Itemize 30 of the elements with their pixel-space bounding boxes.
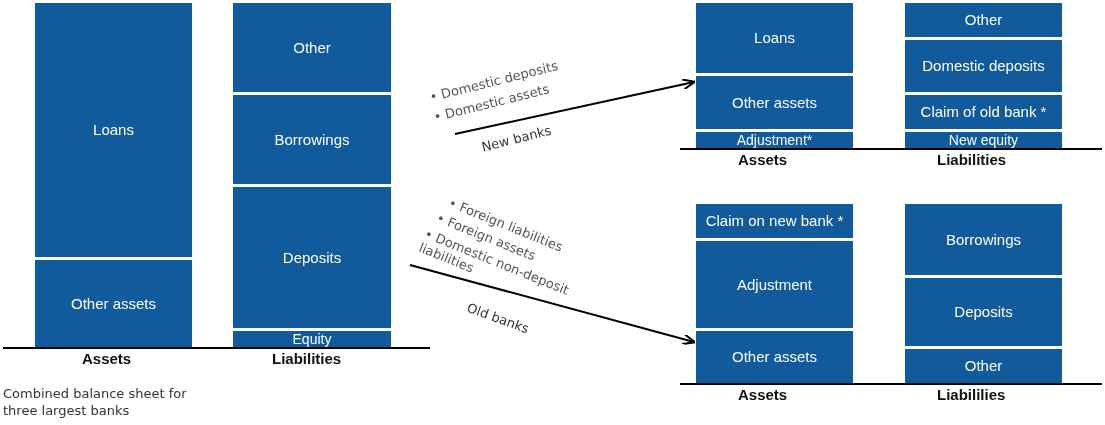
caption: Combined balance sheet for three largest banks <box>3 385 188 419</box>
balance-sheet-block: Claim of old bank * <box>905 95 1062 129</box>
balance-sheet-block: Loans <box>696 3 853 73</box>
balance-sheet-block: Borrowings <box>233 95 391 184</box>
column-label: Liabilities <box>272 350 342 367</box>
balance-sheet-block: Deposits <box>233 187 391 328</box>
arrow <box>454 78 696 135</box>
balance-sheet-block: Deposits <box>905 278 1062 346</box>
balance-sheet-block: Other <box>233 3 391 92</box>
balance-sheet-block: Adjustment* <box>696 132 853 148</box>
balance-sheet-block: Other assets <box>696 76 853 129</box>
balance-sheet-block: Adjustment <box>696 241 853 328</box>
column-label: Liabililies <box>937 386 1006 403</box>
edge-label: Old banks <box>464 300 532 337</box>
balance-sheet-block: Domestic deposits <box>905 40 1062 92</box>
arrow <box>409 264 696 345</box>
balance-sheet-block: Borrowings <box>905 204 1062 275</box>
column-label: Assets <box>738 386 788 403</box>
column-label: Assets <box>738 151 788 168</box>
balance-sheet-block: Other assets <box>696 331 853 383</box>
balance-sheet-block: Other <box>905 3 1062 37</box>
balance-sheet-block: Equity <box>233 331 391 347</box>
balance-sheet-block: Other assets <box>35 260 192 347</box>
column-label: Assets <box>82 350 132 367</box>
balance-sheet-block: Claim on new bank * <box>696 204 853 238</box>
balance-sheet-block: Loans <box>35 3 192 257</box>
column-label: Liabilities <box>937 151 1007 168</box>
edge-label: New banks <box>480 122 553 155</box>
balance-sheet-block: Other <box>905 349 1062 383</box>
balance-sheet-block: New equity <box>905 132 1062 148</box>
